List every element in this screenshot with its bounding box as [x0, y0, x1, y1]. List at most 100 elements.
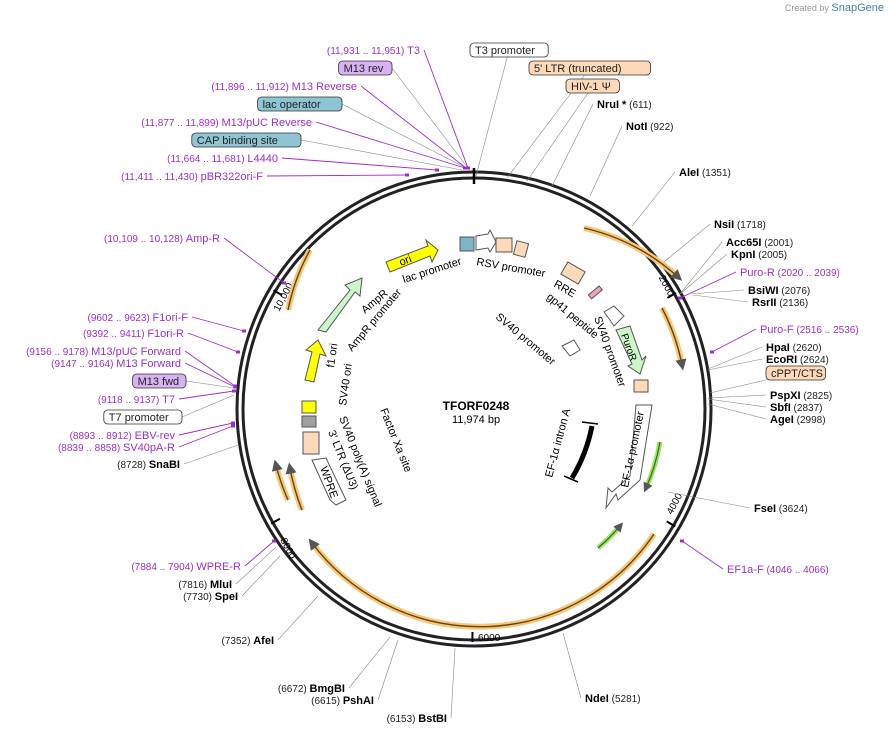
map-label-snabi[interactable]: (8728) SnaBI	[117, 459, 180, 471]
primer-site-mark	[463, 166, 467, 170]
map-label-rsrii[interactable]: RsrII (2136)	[752, 297, 808, 309]
map-label-puro-r[interactable]: Puro-R (2020 .. 2039)	[740, 267, 840, 279]
leader-line	[348, 636, 391, 689]
leader-line	[707, 394, 767, 399]
leader-line	[679, 253, 728, 295]
label-coords: (6615)	[311, 696, 343, 707]
map-label-afei[interactable]: (7352) AfeI	[222, 635, 274, 647]
leader-line	[475, 49, 510, 177]
map-label-pbr322ori-f[interactable]: (11,411 .. 11,430) pBR322ori-F	[121, 171, 263, 183]
map-label-t3-promoter[interactable]: T3 promoter	[469, 42, 549, 58]
map-label-sv40pa-r[interactable]: (8839 .. 8858) SV40pA-R	[58, 442, 175, 454]
orf-arc-left-top-line	[287, 249, 311, 311]
map-label-m13-puc-reverse[interactable]: (11,877 .. 11,899) M13/pUC Reverse	[141, 117, 312, 129]
map-label-bsiwi[interactable]: BsiWI (2076)	[748, 285, 810, 297]
map-label-pspxi[interactable]: PspXI (2825)	[770, 390, 832, 402]
label-text: M13 fwd	[138, 376, 180, 388]
orf-arc-bottom-line	[308, 533, 655, 628]
map-label-ndei[interactable]: NdeI (5281)	[585, 693, 641, 705]
map-label-cppt-cts[interactable]: cPPT/CTS	[765, 365, 826, 381]
map-label-f1ori-f[interactable]: (9602 .. 9623) F1ori-F	[88, 312, 189, 324]
map-label-amp-r[interactable]: (10,109 .. 10,128) Amp-R	[104, 233, 220, 245]
leader-line	[679, 241, 723, 295]
map-label-m13-reverse[interactable]: (11,896 .. 11,912) M13 Reverse	[211, 81, 357, 93]
map-label-fsei[interactable]: FseI (3624)	[754, 503, 808, 515]
map-label-hpai[interactable]: HpaI (2620)	[766, 342, 822, 354]
label-name: pBR322ori-F	[201, 171, 264, 183]
label-text: T3 promoter	[475, 45, 535, 57]
cppt-box	[633, 379, 649, 393]
label-coords: (6153)	[387, 714, 419, 725]
label-name: L4440	[247, 153, 278, 165]
sv40-promoter-arrow-2	[561, 339, 581, 357]
label-coords: (2136)	[776, 298, 808, 309]
puror-arrow	[615, 325, 647, 375]
map-label-t7-promoter[interactable]: T7 promoter	[103, 409, 183, 425]
map-label-ebv-rev[interactable]: (8893 .. 8912) EBV-rev	[70, 430, 176, 442]
leader-line	[692, 294, 749, 303]
map-label-nrui-[interactable]: NruI * (611)	[597, 99, 652, 111]
map-label-bmgbi[interactable]: (6672) BmgBI	[278, 683, 345, 695]
map-label-lac-operator[interactable]: lac operator	[257, 96, 343, 112]
leader-line	[178, 422, 234, 436]
tick-label: 6000	[478, 633, 501, 644]
orf-arc-left-bottom-1-line	[271, 459, 289, 501]
map-label-acc65i[interactable]: Acc65I (2001)	[726, 237, 793, 249]
leader-line	[184, 350, 236, 387]
label-name: F1ori-F	[153, 312, 189, 324]
map-label-pshai[interactable]: (6615) PshAI	[311, 695, 374, 707]
map-label-bstbi[interactable]: (6153) BstBI	[387, 713, 447, 725]
label-name: PshAI	[343, 695, 374, 707]
tick-mark	[666, 292, 677, 299]
label-coords: (9147 .. 9164)	[51, 359, 116, 370]
map-label-kpni[interactable]: KpnI (2005)	[731, 249, 787, 261]
label-text: EcoRI (2624)	[766, 354, 829, 366]
label-coords: (9392 .. 9411)	[83, 329, 147, 340]
map-label-f1ori-r[interactable]: (9392 .. 9411) F1ori-R	[83, 328, 184, 340]
map-label-nsii[interactable]: NsiI (1718)	[714, 219, 766, 231]
map-label-m13-forward[interactable]: (9147 .. 9164) M13 Forward	[51, 358, 181, 370]
map-label-agei[interactable]: AgeI (2998)	[770, 414, 826, 426]
sv40-ori-box	[301, 400, 317, 414]
label-coords: (2620)	[790, 343, 822, 354]
map-label-ecori[interactable]: EcoRI (2624)	[766, 354, 829, 366]
map-label-mlui[interactable]: (7816) MluI	[178, 579, 232, 591]
label-coords: (611)	[626, 100, 651, 111]
leader-line	[187, 332, 239, 353]
label-name: NotI	[626, 121, 647, 133]
leader-line	[341, 103, 467, 169]
map-label-l4440[interactable]: (11,664 .. 11,681) L4440	[167, 153, 278, 165]
snapgene-logo: SnapGene	[831, 2, 884, 14]
map-label-m13-rev[interactable]: M13 rev	[338, 60, 393, 76]
leader-line	[181, 394, 235, 418]
feature-sv40-ori: SV40 ori	[337, 363, 355, 406]
map-label-m13-fwd[interactable]: M13 fwd	[132, 373, 187, 389]
leader-line	[679, 271, 737, 299]
map-label-sbfi[interactable]: SbfI (2837)	[770, 402, 822, 414]
feature-sv40-promoter-1: SV40 promoter	[493, 311, 558, 368]
map-label-hiv-1-[interactable]: HIV-1 Ψ	[565, 78, 620, 94]
map-label-wpre-r[interactable]: (7884 .. 7904) WPRE-R	[131, 561, 241, 573]
map-label-ef1a-f[interactable]: EF1a-F (4046 .. 4066)	[727, 564, 829, 576]
label-text: cPPT/CTS	[771, 368, 823, 380]
map-label-noti[interactable]: NotI (922)	[626, 121, 674, 133]
map-label-t7[interactable]: (9118 .. 9137) T7	[98, 394, 175, 406]
leader-line	[690, 289, 745, 295]
label-text: (10,109 .. 10,128) Amp-R	[104, 233, 220, 245]
map-label-puro-f[interactable]: Puro-F (2516 .. 2536)	[760, 324, 859, 336]
map-label-alei[interactable]: AleI (1351)	[679, 167, 731, 179]
map-label-spei[interactable]: (7730) SpeI	[183, 591, 238, 603]
label-text: AleI (1351)	[679, 167, 731, 179]
map-label-m13-puc-forward[interactable]: (9156 .. 9178) M13/pUC Forward	[26, 346, 181, 358]
leader-line	[631, 171, 676, 227]
label-text: NsiI (1718)	[714, 219, 766, 231]
map-label-5-ltr-truncated-[interactable]: 5' LTR (truncated)	[528, 60, 651, 76]
tick-mark	[666, 520, 676, 528]
label-text: (7352) AfeI	[222, 635, 274, 647]
map-label-cap-binding-site[interactable]: CAP binding site	[191, 132, 302, 148]
label-name: AleI	[679, 167, 699, 179]
plasmid-size: 11,974 bp	[452, 414, 500, 426]
label-coords: (1718)	[734, 220, 766, 231]
label-text: T7 promoter	[109, 412, 169, 424]
map-label-t3[interactable]: (11,931 .. 11,951) T3	[327, 45, 420, 57]
